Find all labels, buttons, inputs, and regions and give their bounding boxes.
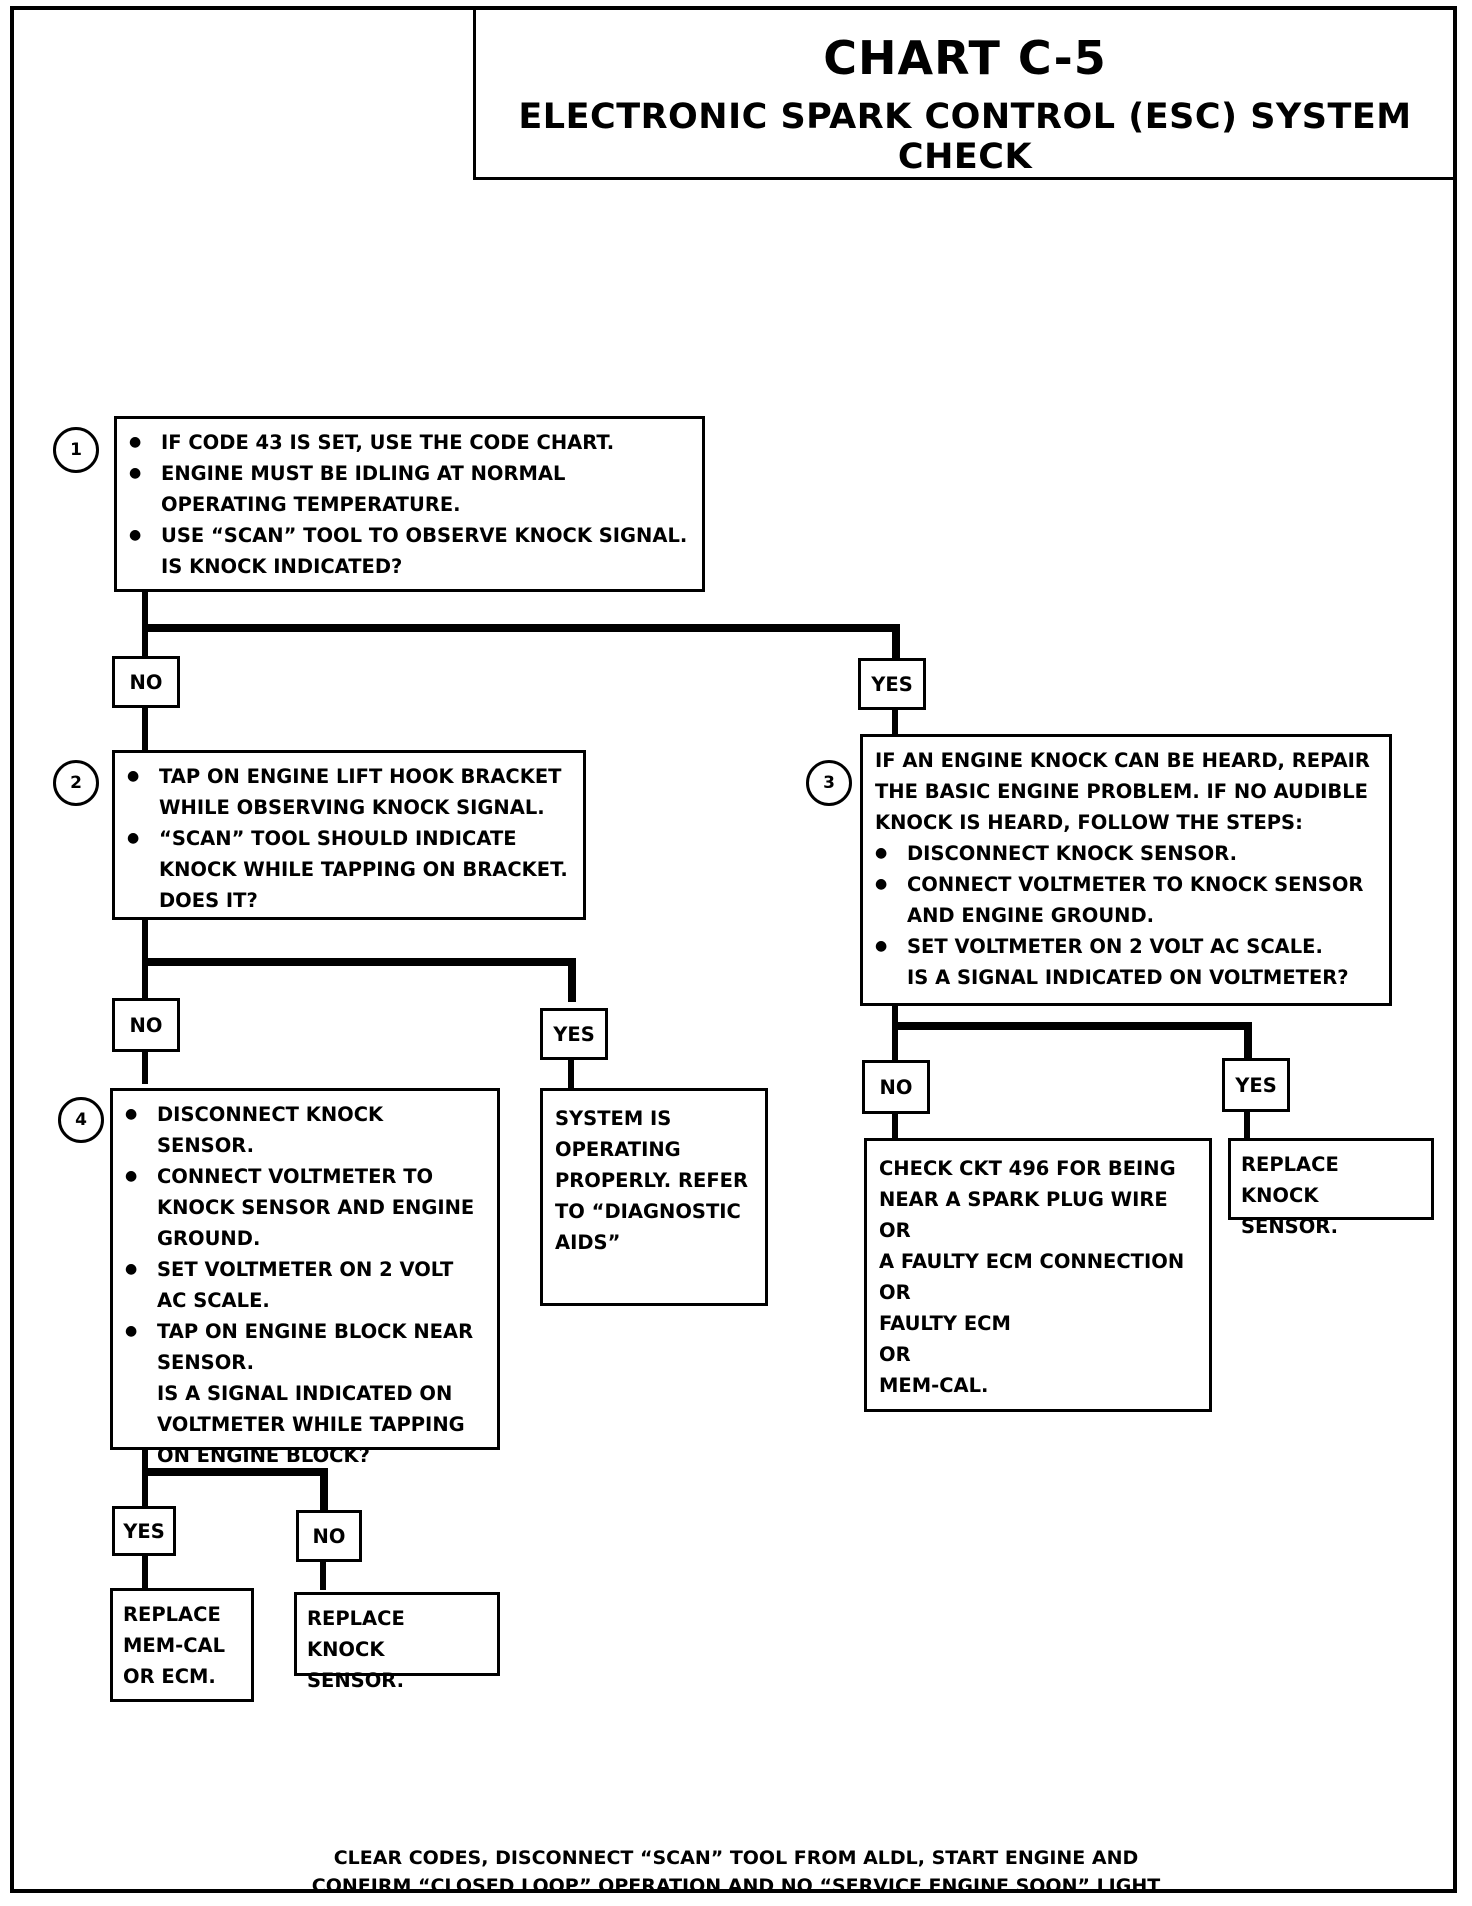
connector [1244,1022,1252,1060]
step-1-bullet: ENGINE MUST BE IDLING AT NORMAL OPERATIN… [129,458,690,520]
step-2-bullet: TAP ON ENGINE LIFT HOOK BRACKET WHILE OB… [127,761,571,823]
connector [892,624,900,662]
connector [568,1058,574,1088]
step-number-1: 1 [53,427,99,473]
step-4-bullet: DISCONNECT KNOCK SENSOR. [125,1099,485,1161]
result-check-ckt-line: OR [879,1281,911,1304]
connector [142,588,148,658]
connector [320,1468,328,1512]
connector [142,706,148,750]
step-3-bullet: DISCONNECT KNOCK SENSOR. [875,838,1377,869]
step-2-box: TAP ON ENGINE LIFT HOOK BRACKET WHILE OB… [112,750,586,920]
step-3-box: IF AN ENGINE KNOCK CAN BE HEARD, REPAIR … [860,734,1392,1006]
step-3-intro: IF AN ENGINE KNOCK CAN BE HEARD, REPAIR … [875,749,1370,834]
connector [892,1006,898,1066]
result-replace-memcal-text: REPLACE MEM-CAL OR ECM. [123,1603,226,1688]
step-1-bullet: IF CODE 43 IS SET, USE THE CODE CHART. [129,427,690,458]
step-3-question: IS A SIGNAL INDICATED ON VOLTMETER? [907,966,1349,989]
result-replace-sensor-text: REPLACE KNOCK SENSOR. [1241,1153,1339,1238]
yes-label: YES [858,658,926,710]
result-system-ok-text: SYSTEM IS OPERATING PROPERLY. REFER TO “… [555,1107,748,1254]
step-number-2: 2 [53,760,99,806]
result-check-ckt-line: CHECK CKT 496 FOR BEING NEAR A SPARK PLU… [879,1157,1176,1211]
connector [892,1022,1252,1030]
step-3-bullet: SET VOLTMETER ON 2 VOLT AC SCALE. [875,931,1377,962]
result-check-ckt-line: OR [879,1343,911,1366]
step-4-question: IS A SIGNAL INDICATED ON VOLTMETER WHILE… [157,1382,465,1467]
yes-label: YES [540,1008,608,1060]
connector [142,1050,148,1084]
step-1-bullet: USE “SCAN” TOOL TO OBSERVE KNOCK SIGNAL. [129,520,690,551]
yes-label: YES [1222,1058,1290,1112]
chart-title: CHART C-5 [823,31,1107,85]
step-2-question: DOES IT? [159,889,258,912]
result-check-ckt-line: FAULTY ECM [879,1312,1011,1335]
step-1-box: IF CODE 43 IS SET, USE THE CODE CHART. E… [114,416,705,592]
connector [1244,1110,1250,1140]
result-check-ckt-line: A FAULTY ECM CONNECTION [879,1250,1185,1273]
result-replace-sensor: REPLACE KNOCK SENSOR. [294,1592,500,1692]
connector [142,624,900,632]
yes-label: YES [112,1506,176,1556]
step-number-4: 4 [58,1097,104,1143]
result-replace-sensor-text: REPLACE KNOCK SENSOR. [307,1607,405,1692]
no-label: NO [296,1510,362,1562]
no-label: NO [862,1060,930,1114]
step-2-bullet: “SCAN” TOOL SHOULD INDICATE KNOCK WHILE … [127,823,571,885]
step-1-question: IS KNOCK INDICATED? [161,555,403,578]
connector [142,958,576,966]
connector [892,710,898,736]
result-replace-sensor: REPLACE KNOCK SENSOR. [1228,1138,1434,1238]
title-box: CHART C-5 ELECTRONIC SPARK CONTROL (ESC)… [473,6,1457,180]
no-label: NO [112,656,180,708]
connector [568,958,576,1002]
step-4-bullet: CONNECT VOLTMETER TO KNOCK SENSOR AND EN… [125,1161,485,1254]
step-4-box: DISCONNECT KNOCK SENSOR. CONNECT VOLTMET… [110,1088,500,1467]
step-3-bullet: CONNECT VOLTMETER TO KNOCK SENSOR AND EN… [875,869,1377,931]
chart-subtitle: ELECTRONIC SPARK CONTROL (ESC) SYSTEM CH… [518,97,1412,177]
connector [142,1448,148,1518]
result-replace-memcal: REPLACE MEM-CAL OR ECM. [110,1588,254,1702]
connector [320,1560,326,1590]
result-check-ckt: CHECK CKT 496 FOR BEING NEAR A SPARK PLU… [864,1138,1212,1412]
result-check-ckt-line: MEM-CAL. [879,1374,989,1397]
no-label: NO [112,998,180,1052]
connector [892,1112,898,1140]
step-number-3: 3 [806,760,852,806]
result-check-ckt-line: OR [879,1219,911,1242]
footer-note: CLEAR CODES, DISCONNECT “SCAN” TOOL FROM… [0,1844,1472,1900]
footer-line: CONFIRM “CLOSED LOOP” OPERATION AND NO “… [311,1875,1161,1897]
step-4-bullet: TAP ON ENGINE BLOCK NEAR SENSOR. [125,1316,485,1378]
footer-line: CLEAR CODES, DISCONNECT “SCAN” TOOL FROM… [333,1847,1139,1869]
connector [142,1554,148,1588]
connector [142,1468,328,1476]
result-system-ok: SYSTEM IS OPERATING PROPERLY. REFER TO “… [540,1088,768,1306]
step-4-bullet: SET VOLTMETER ON 2 VOLT AC SCALE. [125,1254,485,1316]
